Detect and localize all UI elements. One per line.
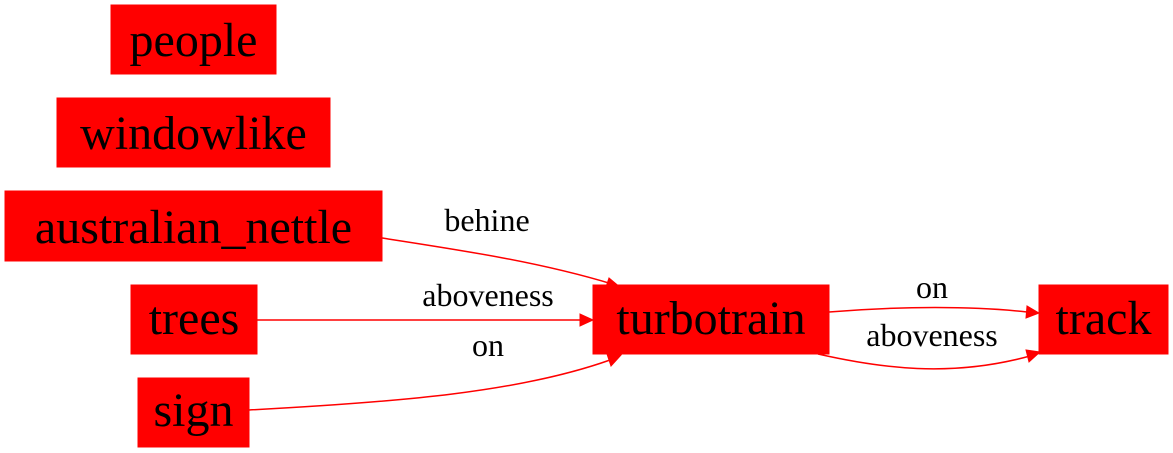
svg-text:trees: trees	[149, 292, 240, 345]
svg-text:turbotrain: turbotrain	[616, 292, 805, 345]
edge-sign-turbotrain: on	[248, 327, 623, 411]
node-sign: sign	[137, 377, 250, 448]
edge-label-aboveness-2: aboveness	[866, 317, 998, 353]
svg-text:sign: sign	[153, 384, 233, 437]
node-people: people	[110, 4, 277, 75]
edge-label-on-2: on	[916, 269, 948, 305]
edge-label-behine: behine	[444, 202, 529, 238]
node-australian-nettle: australian_nettle	[4, 190, 383, 262]
edge-turbotrain-track-aboveness: aboveness	[817, 317, 1042, 370]
svg-text:windowlike: windowlike	[80, 107, 307, 160]
svg-text:australian_nettle: australian_nettle	[35, 201, 352, 254]
edge-australian_nettle-turbotrain: behine	[381, 202, 623, 291]
svg-text:people: people	[130, 14, 258, 67]
edge-turbotrain-track-on: on	[828, 269, 1041, 319]
edge-label-on-1: on	[472, 327, 504, 363]
edge-trees-turbotrain: aboveness	[257, 277, 595, 327]
node-windowlike: windowlike	[56, 97, 331, 168]
node-track: track	[1038, 284, 1169, 355]
svg-text:track: track	[1056, 292, 1152, 345]
node-trees: trees	[130, 284, 258, 355]
edge-label-aboveness-1: aboveness	[422, 277, 554, 313]
node-turbotrain: turbotrain	[592, 284, 830, 355]
